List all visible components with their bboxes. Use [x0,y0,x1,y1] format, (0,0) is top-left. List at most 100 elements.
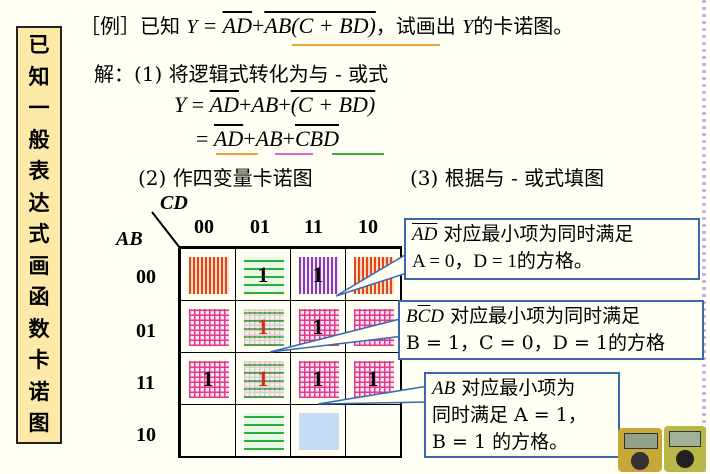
multimeter-image-2 [664,426,706,472]
row-label-10: 10 [136,424,156,446]
term-ad: AD [222,13,252,38]
eq2-eq: = [196,126,209,151]
plus-sign: + [251,13,265,38]
orange-underline [292,44,440,46]
callout-bcd-c: C [417,306,431,327]
kmap-cell: 1 [235,248,291,301]
var-y: Y [186,16,198,38]
magenta-grid-pattern [189,361,229,398]
side-title-char: 表 [28,158,50,183]
eq1-y: Y [174,92,187,117]
red-hatch-pattern [189,257,229,294]
equation-line1: Y = AD+AB+(C + BD) [174,92,375,118]
side-title-char: 一 [28,95,50,120]
step3-text: (3) 根据与 - 或式填图 [410,166,605,190]
side-title-char: 般 [28,126,50,152]
example-tag: ［例］ [80,14,140,38]
callout-ab: AB 对应最小项为 同时满足 A = 1， B = 1 的方格。 [424,372,620,458]
eq1-close: ) [367,92,376,117]
kmap-corner-diagonal [151,211,181,249]
eq1-bd: BD [338,92,368,117]
callout-ad: AD 对应最小项为同时满足 A = 0，D = 1的方格。 [404,218,700,280]
kmap-cell-value: 1 [367,366,379,391]
magenta-grid-pattern [189,309,229,346]
row-label-01: 01 [136,320,156,342]
side-title-char: 已 [28,32,50,57]
side-title-char: 卡 [28,347,50,372]
kmap-cell [235,404,291,457]
magenta-grid-pattern [354,361,394,398]
eq1-ad: AD [209,92,239,117]
eq1-open: (C + [290,92,339,117]
eq2-plus1: + [243,126,256,151]
col-label-00: 00 [194,216,214,238]
term-bd: BD [339,13,369,38]
eq1-group: (C + BD) [291,92,376,117]
callout-ab-line1: 对应最小项为 [455,377,576,399]
callout-ab-term: AB [432,378,456,399]
eq1-eq: = [191,92,205,117]
example-suffix2: 的卡诺图。 [473,14,574,38]
eq2-cbd: CBD [295,126,339,151]
kmap-cell: 1 [345,352,401,405]
kmap-cell [290,404,346,457]
row-label-00: 00 [136,266,156,288]
eq2-cbd-text: CBD [294,126,339,151]
kmap-cell-value: 1 [312,314,324,339]
example-prefix: 已知 [140,14,180,38]
kmap-cell-value: 1 [257,366,269,391]
kmap-cell-value: 1 [312,366,324,391]
callout-ad-line1: 对应最小项为同时满足 [437,223,634,245]
example-line: ［例］已知 Y = AD+AB(C + BD)，试画出 Y的卡诺图。 [80,10,573,39]
side-title-char: 数 [28,315,50,341]
purple-hatch-pattern [299,257,339,294]
col-label-11: 11 [304,216,323,238]
green-brick-pattern [244,413,284,450]
cd-label: CD [160,192,188,214]
callout-bcd-line2: B = 1，C = 0，D = 1的方格 [406,332,665,354]
side-title-char: 画 [28,252,50,278]
eq1-plus2: + [278,92,291,117]
underline-ad [216,153,258,155]
kmap-cell [180,300,236,353]
side-title-box: 已知一般表达式画函数卡诺图 [16,26,62,444]
callout-ab-line2: 同时满足 A = 1， [432,404,587,426]
side-title-char: 式 [28,221,50,246]
callout-bcd-d: D [430,306,445,327]
side-title-char: 函 [28,284,50,309]
term-ab: AB [264,13,292,38]
kmap-cell-value: 1 [257,262,269,287]
page-edge-dots [702,0,706,474]
example-suffix: ，试画出 [375,14,456,38]
term-ab-expr: AB(C + BD) [264,13,375,38]
eq1-plus1: + [239,92,252,117]
kmap-cell [180,248,236,301]
side-title-char: 知 [28,63,50,89]
step1-text: 解：(1) 将逻辑式转化为与 - 或式 [94,62,389,86]
col-label-10: 10 [358,216,378,238]
row-label-11: 11 [136,372,155,394]
underline-ab [275,153,313,155]
equation-line2: = AD+AB+CBD [196,126,339,152]
callout-bcd-b: B [406,306,418,327]
var-y2: Y [462,16,474,38]
step2-text: (2) 作四变量卡诺图 [138,166,313,190]
kmap-cell-value: 1 [257,314,269,339]
kmap-cell-value: 1 [202,366,214,391]
paren-open: (C + [291,13,340,38]
eq2-plus2: + [282,126,295,151]
side-title-char: 图 [28,410,50,435]
ab-label: AB [116,228,143,250]
callout-bcd-line1: 对应最小项为同时满足 [444,305,641,327]
eq1-ab: AB [251,92,279,117]
blue-fill-pattern [299,413,339,450]
side-title-char: 达 [28,189,50,215]
green-brick-pattern [244,361,284,398]
multimeter-image-1 [618,428,662,472]
kmap-cell-value: 1 [312,262,324,287]
callout-ad-term: AD [412,224,438,245]
green-brick-pattern [244,257,284,294]
callout-ad-line2: A = 0，D = 1的方格。 [412,251,593,272]
side-title-char: 诺 [28,378,50,404]
eq-sign: = [203,13,217,38]
